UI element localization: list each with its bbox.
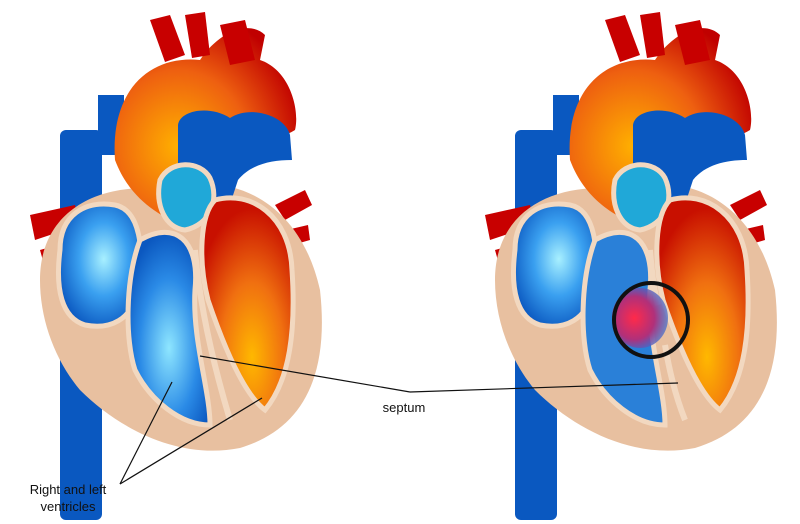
septum-wall <box>192 249 233 421</box>
aortic-branch <box>675 20 710 65</box>
aortic-branch <box>640 12 665 58</box>
ventricles-leader-left <box>119 397 263 485</box>
aortic-branch <box>605 15 640 62</box>
aortic-branch <box>220 20 255 65</box>
leader-lines <box>119 355 679 485</box>
ventricles-label-line1: Right and left <box>30 482 107 497</box>
aortic-branch <box>150 15 185 62</box>
septum-leader-left <box>199 355 411 393</box>
right-ventricle <box>125 229 213 428</box>
ventricles-label-line2: ventricles <box>41 499 96 514</box>
normal-heart-diagram <box>30 12 322 520</box>
septum-leader-right <box>409 382 679 393</box>
left-ventricle <box>199 195 296 414</box>
left-ventricle <box>654 195 751 414</box>
defect-highlight-ring <box>612 281 690 359</box>
vsd-heart-diagram <box>485 12 777 520</box>
aortic-branch <box>185 12 210 58</box>
pulmonary-vein <box>730 190 767 220</box>
pulmonary-vein <box>275 190 312 220</box>
septal-defect <box>612 288 668 348</box>
ventricles-leader-right <box>119 381 173 485</box>
septum-label: septum <box>383 400 426 415</box>
